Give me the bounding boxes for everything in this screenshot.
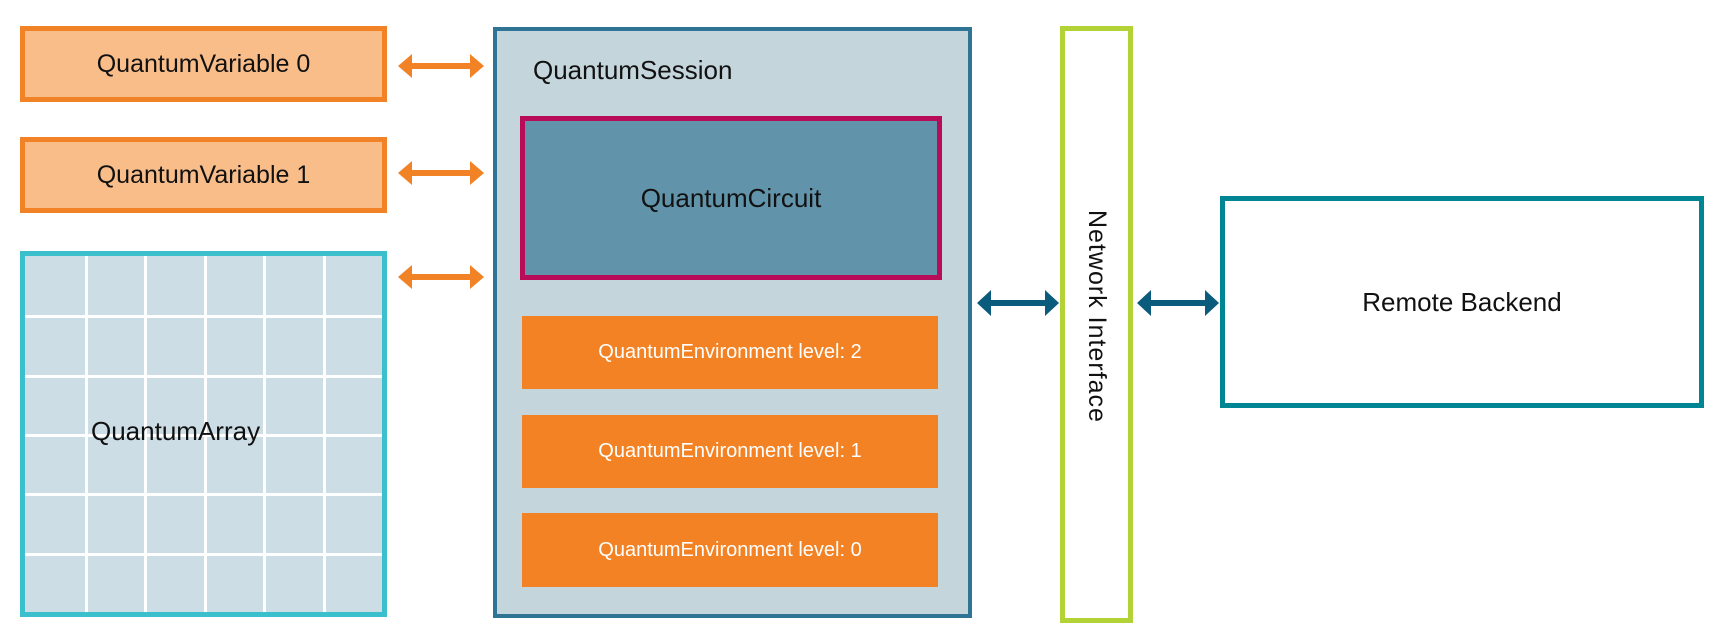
array-grid-line-horizontal (25, 553, 382, 556)
array-grid-line-horizontal (25, 434, 382, 437)
network-interface: Network Interface (1060, 26, 1133, 623)
quantum-session-title: QuantumSession (533, 55, 733, 85)
quantum-variable-1: QuantumVariable 1 (20, 137, 387, 213)
remote-backend-label: Remote Backend (1362, 286, 1562, 317)
array-grid-line-horizontal (25, 315, 382, 318)
quantum-variable-0-label: QuantumVariable 0 (96, 49, 311, 78)
quantum-environment-level-1-label: QuantumEnvironment level: 1 (598, 440, 862, 462)
quantum-environment-level-2: QuantumEnvironment level: 2 (522, 316, 938, 389)
array-grid-line-horizontal (25, 375, 382, 378)
quantum-variable-0: QuantumVariable 0 (20, 26, 387, 102)
array-grid-line-horizontal (25, 493, 382, 496)
network-interface-label: Network Interface (1083, 209, 1111, 423)
quantum-environment-level-2-label: QuantumEnvironment level: 2 (598, 341, 862, 363)
arrow-variable-0-session (398, 54, 484, 78)
arrow-network-backend (1137, 290, 1219, 316)
quantum-array: QuantumArray (20, 251, 387, 617)
quantum-environment-level-0-label: QuantumEnvironment level: 0 (598, 538, 862, 561)
remote-backend: Remote Backend (1220, 196, 1704, 408)
quantum-environment-level-0: QuantumEnvironment level: 0 (522, 513, 938, 587)
quantum-circuit: QuantumCircuit (520, 116, 942, 280)
quantum-circuit-label: QuantumCircuit (640, 182, 822, 213)
quantum-variable-1-label: QuantumVariable 1 (96, 160, 311, 189)
quantum-array-label: QuantumArray (91, 416, 261, 446)
quantum-environment-level-1: QuantumEnvironment level: 1 (522, 415, 938, 488)
arrow-session-network (977, 290, 1059, 316)
arrow-variable-1-session (398, 161, 484, 185)
arrow-array-session (398, 265, 484, 289)
